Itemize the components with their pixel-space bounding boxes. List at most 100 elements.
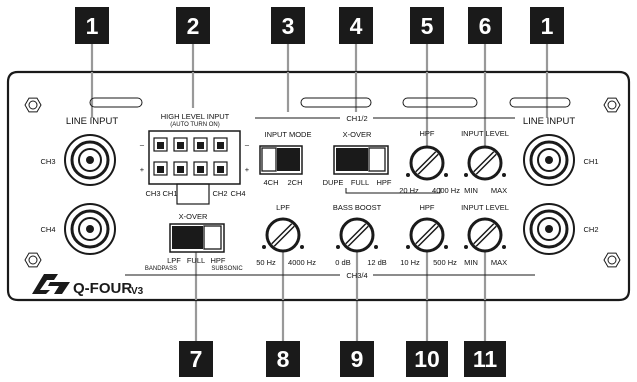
screw-icon [24, 252, 42, 268]
callout-9: 9 [340, 341, 374, 377]
ch34-section-label: CH3/4 [125, 271, 535, 280]
ch4-label: CH4 [40, 225, 55, 234]
vent-slots [89, 97, 571, 108]
xover-ch34-switch-group: X-OVER LPF FULL HPF BANDPASS SUBSONIC [145, 212, 243, 272]
ch2-label: CH2 [583, 225, 598, 234]
knob-endpoint-dot [502, 173, 506, 177]
svg-text:5: 5 [421, 13, 434, 39]
xover-ch12-switch-knob [368, 147, 386, 172]
corner-screws [24, 97, 621, 268]
rca-jack-ch2[interactable] [523, 203, 575, 255]
svg-text:–: – [245, 140, 250, 149]
svg-text:CH1/2: CH1/2 [346, 114, 367, 123]
callout-8: 8 [266, 341, 300, 377]
svg-text:10 Hz: 10 Hz [400, 258, 420, 267]
svg-text:3: 3 [282, 13, 295, 39]
callout-3: 3 [271, 7, 305, 44]
rca-jack-ch3[interactable] [64, 134, 116, 186]
svg-text:HPF: HPF [211, 256, 226, 265]
input-mode-switch-knob [261, 147, 277, 172]
svg-text:FULL: FULL [187, 256, 205, 265]
hpf-ch12-title: HPF [420, 129, 435, 138]
svg-text:8: 8 [277, 346, 290, 372]
ch1-label: CH1 [583, 157, 598, 166]
svg-text:FULL: FULL [351, 178, 369, 187]
esx-logo-icon [32, 274, 70, 294]
svg-text:SUBSONIC: SUBSONIC [211, 266, 243, 272]
knob-endpoint-dot [444, 173, 448, 177]
svg-text:MAX: MAX [491, 258, 507, 267]
svg-text:0 dB: 0 dB [335, 258, 350, 267]
knob-endpoint-dot [406, 173, 410, 177]
svg-text:–: – [140, 140, 145, 149]
bass-boost-knob[interactable] [336, 217, 378, 253]
callout-6: 6 [468, 7, 502, 44]
input-level-ch12-knob[interactable] [464, 145, 506, 181]
svg-text:+: + [140, 165, 145, 174]
rca-jack-ch1[interactable] [523, 134, 575, 186]
hpf-ch12-group: HPF 20 Hz 4000 Hz [399, 129, 460, 195]
hpf-ch34-title: HPF [420, 203, 435, 212]
callout-5: 5 [410, 7, 444, 44]
svg-text:4000 Hz: 4000 Hz [432, 186, 460, 195]
svg-text:20 Hz: 20 Hz [399, 186, 419, 195]
hl-ch3-label: CH3 [145, 189, 160, 198]
svg-text:+: + [245, 165, 250, 174]
callout-11: 11 [464, 341, 506, 377]
svg-text:DUPE: DUPE [323, 178, 344, 187]
svg-text:BANDPASS: BANDPASS [145, 266, 177, 272]
svg-text:12 dB: 12 dB [367, 258, 387, 267]
svg-text:11: 11 [473, 346, 498, 372]
panel-outline [6, 70, 631, 302]
svg-text:1: 1 [541, 13, 554, 39]
svg-text:2CH: 2CH [287, 178, 302, 187]
knob-endpoint-dot [502, 245, 506, 249]
svg-text:4CH: 4CH [263, 178, 278, 187]
knob-endpoint-dot [336, 245, 340, 249]
callout-1-left: 1 [75, 7, 109, 44]
model-version: V3 [131, 286, 144, 297]
svg-text:MAX: MAX [491, 186, 507, 195]
knobs [262, 145, 506, 253]
hpf-ch12-knob[interactable] [406, 145, 448, 181]
lpf-ch34-knob[interactable] [262, 217, 304, 253]
knob-endpoint-dot [374, 245, 378, 249]
input-mode-switch-group: INPUT MODE 4CH 2CH [259, 130, 312, 187]
knob-endpoint-dot [406, 245, 410, 249]
hl-ch2-label: CH2 [212, 189, 227, 198]
svg-text:50 Hz: 50 Hz [256, 258, 276, 267]
callout-7: 7 [179, 341, 213, 377]
line-input-label: LINE INPUT [523, 116, 575, 127]
rca-jack-ch4[interactable] [64, 203, 116, 255]
hpf-ch34-knob[interactable] [406, 217, 448, 253]
input-level-ch34-title: INPUT LEVEL [461, 203, 509, 212]
svg-text:CH3/4: CH3/4 [346, 271, 367, 280]
svg-text:4000 Hz: 4000 Hz [288, 258, 316, 267]
screw-icon [24, 97, 42, 113]
xover-ch12-title: X-OVER [343, 130, 372, 139]
svg-text:1: 1 [86, 13, 99, 39]
hl-ch1-label: CH1 [162, 189, 177, 198]
input-level-ch12-group: INPUT LEVEL MIN MAX [461, 129, 509, 195]
lpf-ch34-group: LPF 50 Hz 4000 Hz [256, 203, 316, 267]
input-level-ch34-knob[interactable] [464, 217, 506, 253]
line-input-label: LINE INPUT [66, 116, 118, 127]
svg-text:MIN: MIN [464, 186, 478, 195]
svg-text:10: 10 [414, 346, 440, 372]
hl-ch4-label: CH4 [230, 189, 245, 198]
screw-icon [603, 252, 621, 268]
brand-logo: Q-FOUR V3 [32, 274, 144, 297]
knob-endpoint-dot [300, 245, 304, 249]
leader-lines-over-panel [90, 72, 549, 300]
input-mode-title: INPUT MODE [265, 130, 312, 139]
high-level-subtitle: (AUTO TURN ON) [170, 122, 219, 128]
callout-10: 10 [406, 341, 448, 377]
svg-text:6: 6 [479, 13, 492, 39]
svg-text:MIN: MIN [464, 258, 478, 267]
high-level-title: HIGH LEVEL INPUT [161, 112, 230, 121]
ch12-section-label: CH1/2 [255, 114, 515, 123]
screw-icon [603, 97, 621, 113]
knob-endpoint-dot [464, 173, 468, 177]
xover-ch34-switch-knob [203, 225, 222, 250]
